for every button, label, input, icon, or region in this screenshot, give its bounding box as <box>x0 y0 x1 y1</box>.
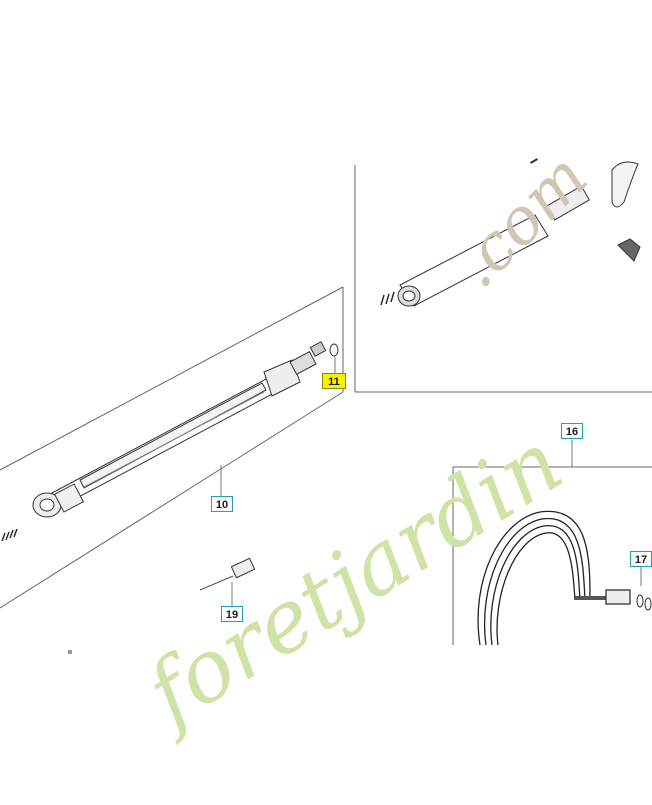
fitting-part-17 <box>636 594 652 611</box>
dot-mark <box>68 650 72 654</box>
callout-11[interactable]: 11 <box>322 373 346 389</box>
callout-19[interactable]: 19 <box>221 606 243 622</box>
callout-10[interactable]: 10 <box>211 496 233 512</box>
callout-16[interactable]: 16 <box>561 423 583 439</box>
callout-17[interactable]: 17 <box>630 551 652 567</box>
dash-mark <box>530 158 538 164</box>
panel-frame-bottom <box>0 391 344 609</box>
spring-left <box>1 528 18 542</box>
inset-lance <box>380 161 641 307</box>
clip-part-19 <box>199 557 256 591</box>
hose-part-16 <box>477 510 631 646</box>
panel-frame-top <box>0 286 344 471</box>
lance-part-10 <box>32 341 327 518</box>
o-ring-part-11 <box>329 343 339 357</box>
